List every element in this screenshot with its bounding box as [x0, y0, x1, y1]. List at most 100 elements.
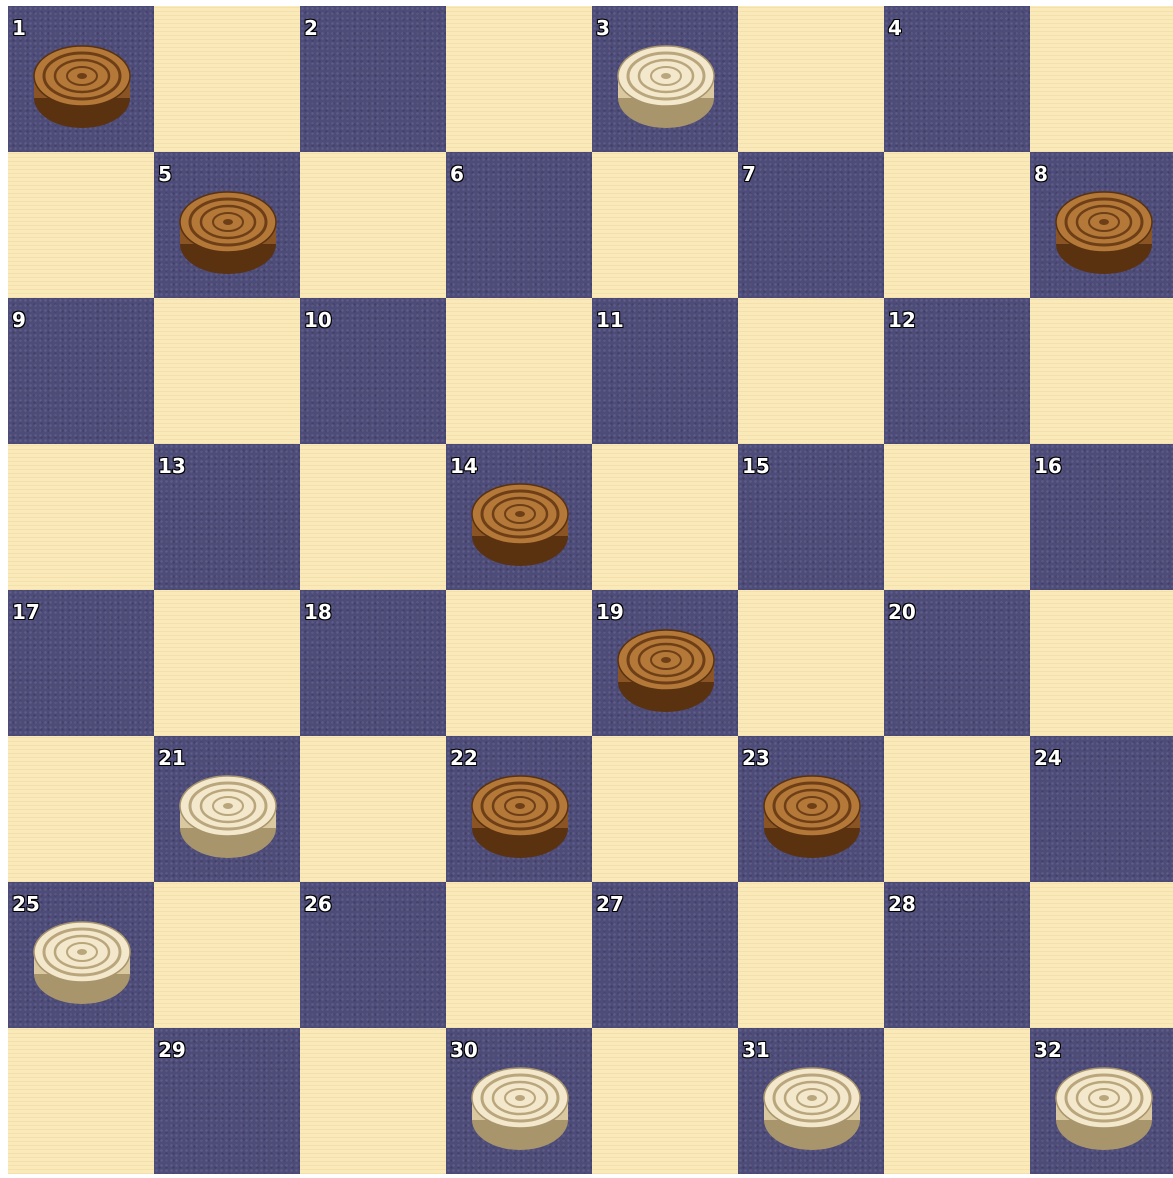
square-number: 15 [742, 456, 770, 476]
square-number: 17 [12, 602, 40, 622]
light-square [592, 736, 738, 882]
board-square-32[interactable]: 32 [1030, 1028, 1173, 1174]
light-square [592, 444, 738, 590]
board-square-17[interactable]: 17 [8, 590, 154, 736]
board-square-31[interactable]: 31 [738, 1028, 884, 1174]
light-square [154, 298, 300, 444]
board-square-13[interactable]: 13 [154, 444, 300, 590]
square-number: 2 [304, 18, 318, 38]
board-square-1[interactable]: 1 [8, 6, 154, 152]
square-number: 3 [596, 18, 610, 38]
light-square [300, 152, 446, 298]
dark-checker[interactable] [614, 624, 718, 716]
board-square-27[interactable]: 27 [592, 882, 738, 1028]
dark-checker[interactable] [760, 770, 864, 862]
square-number: 26 [304, 894, 332, 914]
board-square-3[interactable]: 3 [592, 6, 738, 152]
light-square [884, 1028, 1030, 1174]
square-number: 9 [12, 310, 26, 330]
board-square-28[interactable]: 28 [884, 882, 1030, 1028]
light-square [446, 590, 592, 736]
light-square [154, 882, 300, 1028]
light-checker[interactable] [30, 916, 134, 1008]
dark-checker[interactable] [30, 40, 134, 132]
light-square [8, 1028, 154, 1174]
light-square [738, 6, 884, 152]
board-square-30[interactable]: 30 [446, 1028, 592, 1174]
board-square-23[interactable]: 23 [738, 736, 884, 882]
board-square-22[interactable]: 22 [446, 736, 592, 882]
board-square-24[interactable]: 24 [1030, 736, 1173, 882]
light-square [300, 444, 446, 590]
square-number: 10 [304, 310, 332, 330]
dark-checker[interactable] [468, 770, 572, 862]
board-square-12[interactable]: 12 [884, 298, 1030, 444]
square-number: 1 [12, 18, 26, 38]
dark-checker[interactable] [468, 478, 572, 570]
square-number: 30 [450, 1040, 478, 1060]
board-square-5[interactable]: 5 [154, 152, 300, 298]
board-square-6[interactable]: 6 [446, 152, 592, 298]
square-number: 27 [596, 894, 624, 914]
square-number: 23 [742, 748, 770, 768]
light-square [738, 298, 884, 444]
board-square-15[interactable]: 15 [738, 444, 884, 590]
board-square-21[interactable]: 21 [154, 736, 300, 882]
square-number: 11 [596, 310, 624, 330]
light-checker[interactable] [1052, 1062, 1156, 1154]
light-square [738, 882, 884, 1028]
square-number: 4 [888, 18, 902, 38]
square-number: 22 [450, 748, 478, 768]
board-square-29[interactable]: 29 [154, 1028, 300, 1174]
board-square-19[interactable]: 19 [592, 590, 738, 736]
square-number: 19 [596, 602, 624, 622]
light-square [446, 298, 592, 444]
light-square [300, 1028, 446, 1174]
board-square-11[interactable]: 11 [592, 298, 738, 444]
light-square [884, 152, 1030, 298]
square-number: 29 [158, 1040, 186, 1060]
square-number: 24 [1034, 748, 1062, 768]
board-square-18[interactable]: 18 [300, 590, 446, 736]
light-square [8, 736, 154, 882]
light-square [300, 736, 446, 882]
light-square [738, 590, 884, 736]
board-square-2[interactable]: 2 [300, 6, 446, 152]
light-square [154, 590, 300, 736]
board-square-14[interactable]: 14 [446, 444, 592, 590]
square-number: 16 [1034, 456, 1062, 476]
board-square-9[interactable]: 9 [8, 298, 154, 444]
dark-checker[interactable] [1052, 186, 1156, 278]
light-square [154, 6, 300, 152]
light-checker[interactable] [614, 40, 718, 132]
board-square-26[interactable]: 26 [300, 882, 446, 1028]
light-square [592, 1028, 738, 1174]
board-square-7[interactable]: 7 [738, 152, 884, 298]
board-square-10[interactable]: 10 [300, 298, 446, 444]
square-number: 32 [1034, 1040, 1062, 1060]
square-number: 12 [888, 310, 916, 330]
light-checker[interactable] [760, 1062, 864, 1154]
light-checker[interactable] [468, 1062, 572, 1154]
board-square-16[interactable]: 16 [1030, 444, 1173, 590]
square-number: 7 [742, 164, 756, 184]
light-square [884, 444, 1030, 590]
light-square [1030, 590, 1173, 736]
light-square [8, 152, 154, 298]
light-square [592, 152, 738, 298]
light-square [1030, 298, 1173, 444]
board-square-8[interactable]: 8 [1030, 152, 1173, 298]
board-square-4[interactable]: 4 [884, 6, 1030, 152]
light-square [1030, 882, 1173, 1028]
board-square-25[interactable]: 25 [8, 882, 154, 1028]
board-square-20[interactable]: 20 [884, 590, 1030, 736]
square-number: 20 [888, 602, 916, 622]
light-square [884, 736, 1030, 882]
square-number: 21 [158, 748, 186, 768]
dark-checker[interactable] [176, 186, 280, 278]
square-number: 14 [450, 456, 478, 476]
light-checker[interactable] [176, 770, 280, 862]
square-number: 18 [304, 602, 332, 622]
square-number: 28 [888, 894, 916, 914]
